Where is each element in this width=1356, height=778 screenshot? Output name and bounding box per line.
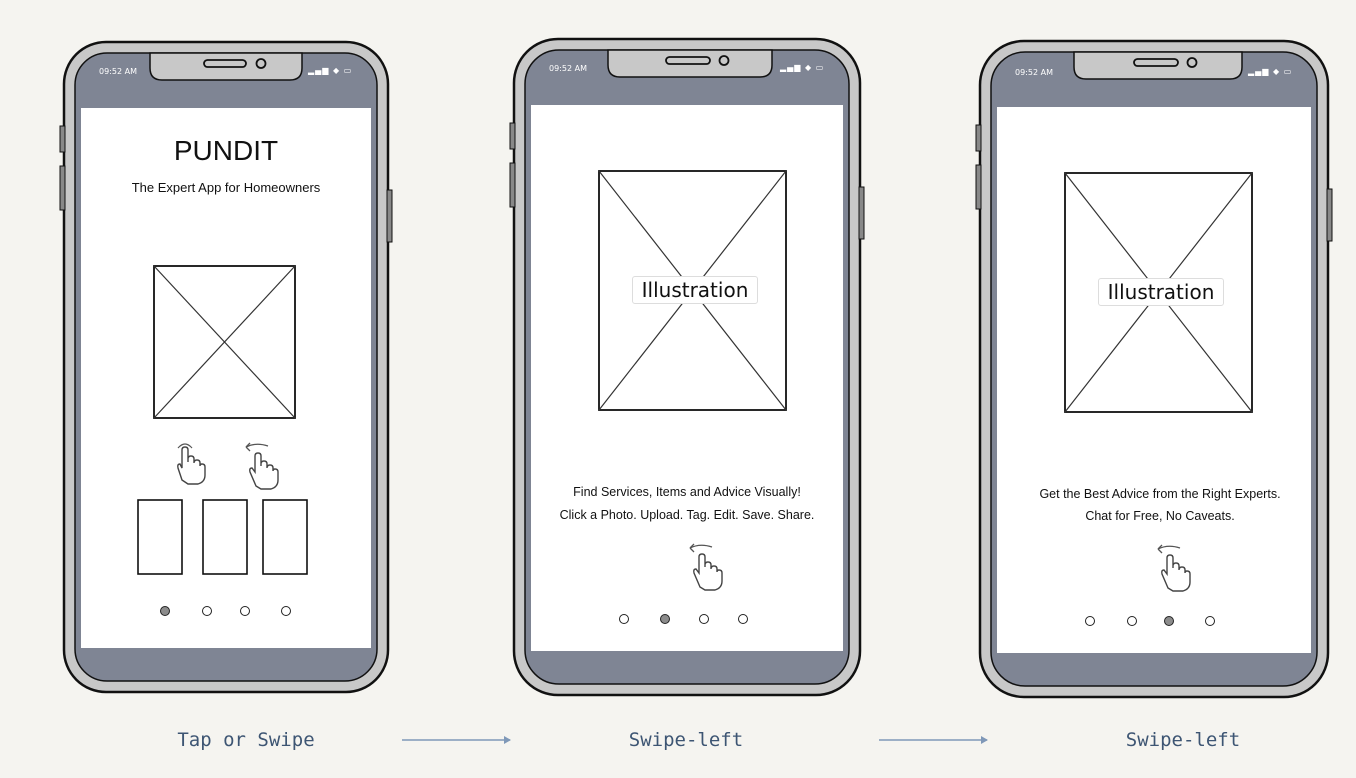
page-dot-2[interactable] xyxy=(202,606,212,616)
page-dot-2[interactable] xyxy=(1127,616,1137,626)
phone-frame xyxy=(975,39,1333,699)
phone-screen-3: 09:52 AM ▂▄▆ ◆ ▭ Illustration Get the Be… xyxy=(975,39,1333,699)
status-time: 09:52 AM xyxy=(99,67,137,76)
page-dot-3[interactable] xyxy=(1164,616,1174,626)
phone-frame xyxy=(59,40,393,694)
status-time: 09:52 AM xyxy=(1015,68,1053,77)
flow-label-swipe-left-1: Swipe-left xyxy=(628,729,744,751)
swipe-left-hand-icon xyxy=(245,442,279,490)
page-dot-1[interactable] xyxy=(160,606,170,616)
phone-screen-1: 09:52 AM ▂▄▆ ◆ ▭ PUNDIT The Expert App f… xyxy=(59,40,393,694)
phone-screen-2: 09:52 AM ▂▄▆ ◆ ▭ Illustration Find Servi… xyxy=(509,37,865,697)
phone-frame xyxy=(509,37,865,697)
app-title: PUNDIT xyxy=(173,135,279,166)
caption-line-2: Click a Photo. Upload. Tag. Edit. Save. … xyxy=(559,508,815,522)
tap-hand-icon xyxy=(177,443,206,485)
caption-line-2: Chat for Free, No Caveats. xyxy=(1085,509,1235,523)
status-icons: ▂▄▆ ◆ ▭ xyxy=(1248,67,1293,76)
page-dot-4[interactable] xyxy=(738,614,748,624)
flow-label-swipe-left-2: Swipe-left xyxy=(1125,729,1241,751)
page-dot-3[interactable] xyxy=(699,614,709,624)
page-dot-3[interactable] xyxy=(240,606,250,616)
thumbnail-2[interactable] xyxy=(202,499,248,575)
image-placeholder xyxy=(153,265,296,419)
flow-arrow-2 xyxy=(879,736,988,744)
caption-line-1: Find Services, Items and Advice Visually… xyxy=(573,485,801,499)
swipe-left-hand-icon xyxy=(1157,544,1191,592)
swipe-left-hand-icon xyxy=(689,543,723,591)
flow-label-tap-or-swipe: Tap or Swipe xyxy=(177,729,315,751)
thumbnail-3[interactable] xyxy=(262,499,308,575)
flow-arrow-1 xyxy=(402,736,511,744)
page-dot-2[interactable] xyxy=(660,614,670,624)
status-time: 09:52 AM xyxy=(549,64,587,73)
page-dot-4[interactable] xyxy=(1205,616,1215,626)
illustration-label: Illustration xyxy=(1098,278,1224,306)
app-subtitle: The Expert App for Homeowners xyxy=(131,180,321,195)
status-icons: ▂▄▆ ◆ ▭ xyxy=(780,63,825,72)
page-dot-1[interactable] xyxy=(1085,616,1095,626)
thumbnail-1[interactable] xyxy=(137,499,183,575)
status-icons: ▂▄▆ ◆ ▭ xyxy=(308,66,353,75)
page-dot-4[interactable] xyxy=(281,606,291,616)
page-dot-1[interactable] xyxy=(619,614,629,624)
illustration-label: Illustration xyxy=(632,276,758,304)
caption-line-1: Get the Best Advice from the Right Exper… xyxy=(1039,487,1281,501)
